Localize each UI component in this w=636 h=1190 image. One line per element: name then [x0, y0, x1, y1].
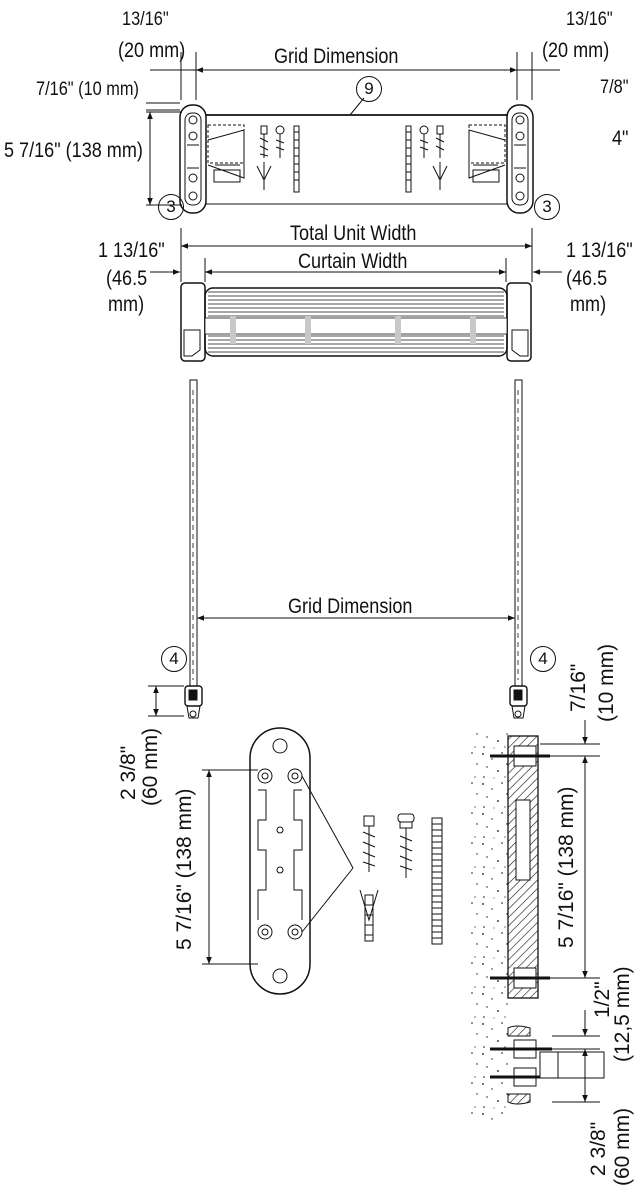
side-section	[470, 720, 600, 1122]
five-7-16-138-label: 5 7/16" (138 mm)	[4, 139, 143, 162]
top-view	[146, 52, 560, 214]
four-inch-label: 4"	[612, 127, 629, 150]
roller-band	[204, 316, 508, 344]
callout-3-right: 3	[534, 194, 560, 220]
callout-4-right: 4	[530, 646, 556, 672]
curtain-width-label: Curtain Width	[298, 250, 408, 273]
mm-46-5-right-b-label: mm)	[570, 293, 607, 316]
side-10mm-label: (10 mm)	[595, 643, 618, 722]
detail-60mm-label: (60 mm)	[139, 727, 162, 806]
one-13-16-right-label: 1 13/16"	[566, 239, 633, 262]
mm-46-5-right-a-label: (46.5	[566, 267, 608, 290]
seven-sixteenths-10mm-label: 7/16" (10 mm)	[36, 79, 139, 100]
callout-9: 9	[356, 76, 382, 102]
mounting-plate-detail	[202, 727, 443, 995]
top-right-mm: (20 mm)	[542, 39, 610, 62]
top-right-fraction: 13/16"	[566, 9, 613, 30]
grid-dimension-top-label: Grid Dimension	[274, 45, 399, 68]
side-7-16-label: 7/16"	[567, 663, 590, 712]
callout-3-left: 3	[158, 194, 184, 220]
roller-view	[150, 228, 562, 362]
callout-4-left: 4	[161, 646, 187, 672]
detail-2-3-8-label: 2 3/8"	[117, 745, 140, 800]
side-2-3-8-label: 2 3/8"	[587, 1121, 610, 1176]
total-unit-width-label: Total Unit Width	[290, 222, 417, 245]
side-60mm-label: (60 mm)	[611, 1107, 634, 1186]
mm-46-5-left-a-label: (46.5	[106, 267, 148, 290]
side-half-label: 1/2"	[591, 981, 614, 1018]
top-left-fraction: 13/16"	[122, 9, 169, 30]
roller-stripes	[208, 291, 504, 353]
grid-dimension-mid-label: Grid Dimension	[288, 595, 413, 618]
top-left-mm: (20 mm)	[118, 39, 186, 62]
seven-eighths-label: 7/8"	[600, 77, 629, 98]
bottom-section	[490, 1010, 605, 1105]
detail-5-7-16-label: 5 7/16" (138 mm)	[173, 788, 196, 950]
side-5-7-16-label: 5 7/16" (138 mm)	[555, 786, 578, 948]
side-rails	[148, 379, 528, 719]
one-13-16-left-label: 1 13/16"	[98, 239, 165, 262]
mm-46-5-left-b-label: mm)	[108, 293, 145, 316]
side-12-5-label: (12,5 mm)	[611, 966, 634, 1062]
